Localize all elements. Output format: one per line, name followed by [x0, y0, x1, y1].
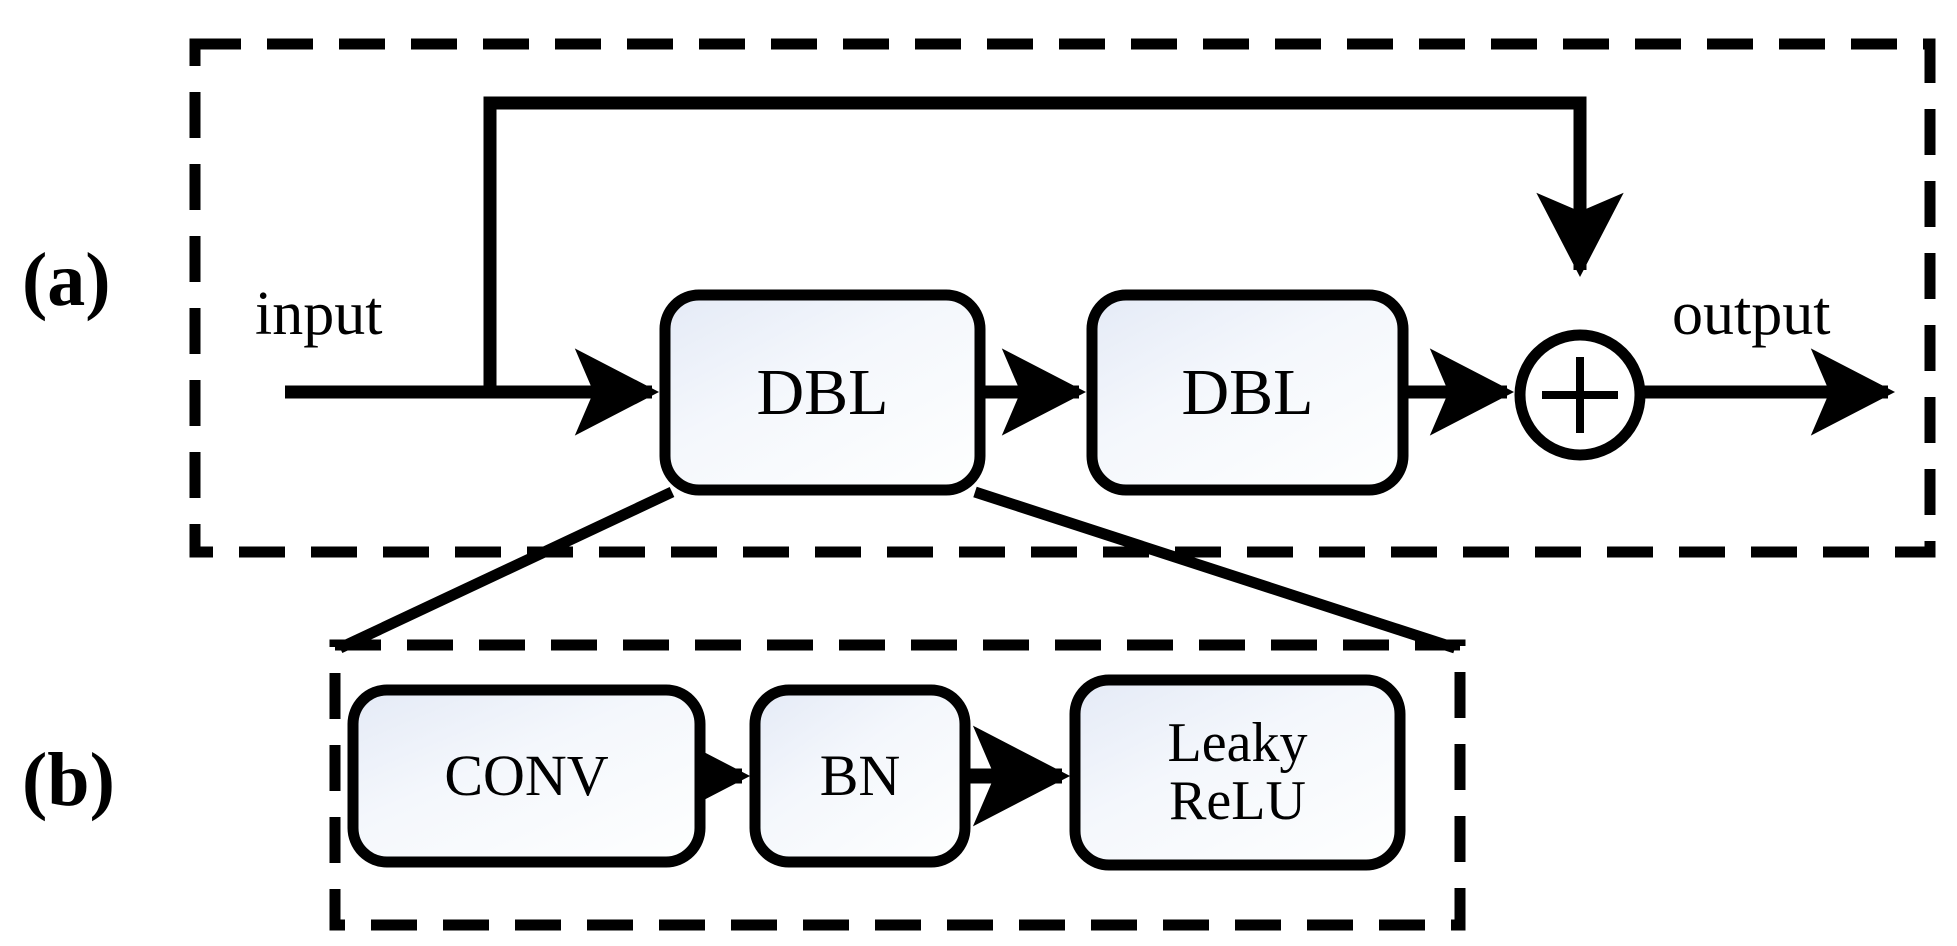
- block-conv[interactable]: [347, 684, 706, 868]
- block-leaky-relu[interactable]: [1069, 674, 1406, 871]
- expansion-line-right: [973, 486, 1457, 654]
- panel-b-dashed-border: [329, 639, 1466, 931]
- block-dbl-1[interactable]: [659, 289, 986, 496]
- block-bn[interactable]: [749, 684, 971, 868]
- output-label: output: [1672, 280, 1831, 348]
- expansion-line-left: [337, 487, 675, 653]
- panel-a-dashed-border: [189, 38, 1936, 558]
- edge-skip-connection: [483, 96, 1624, 392]
- panel-label-b: (b): [22, 738, 115, 822]
- input-label: input: [255, 280, 383, 348]
- adder-plus-icon: [1542, 357, 1618, 433]
- panel-label-a: (a): [22, 238, 111, 322]
- block-dbl-2[interactable]: [1086, 289, 1409, 496]
